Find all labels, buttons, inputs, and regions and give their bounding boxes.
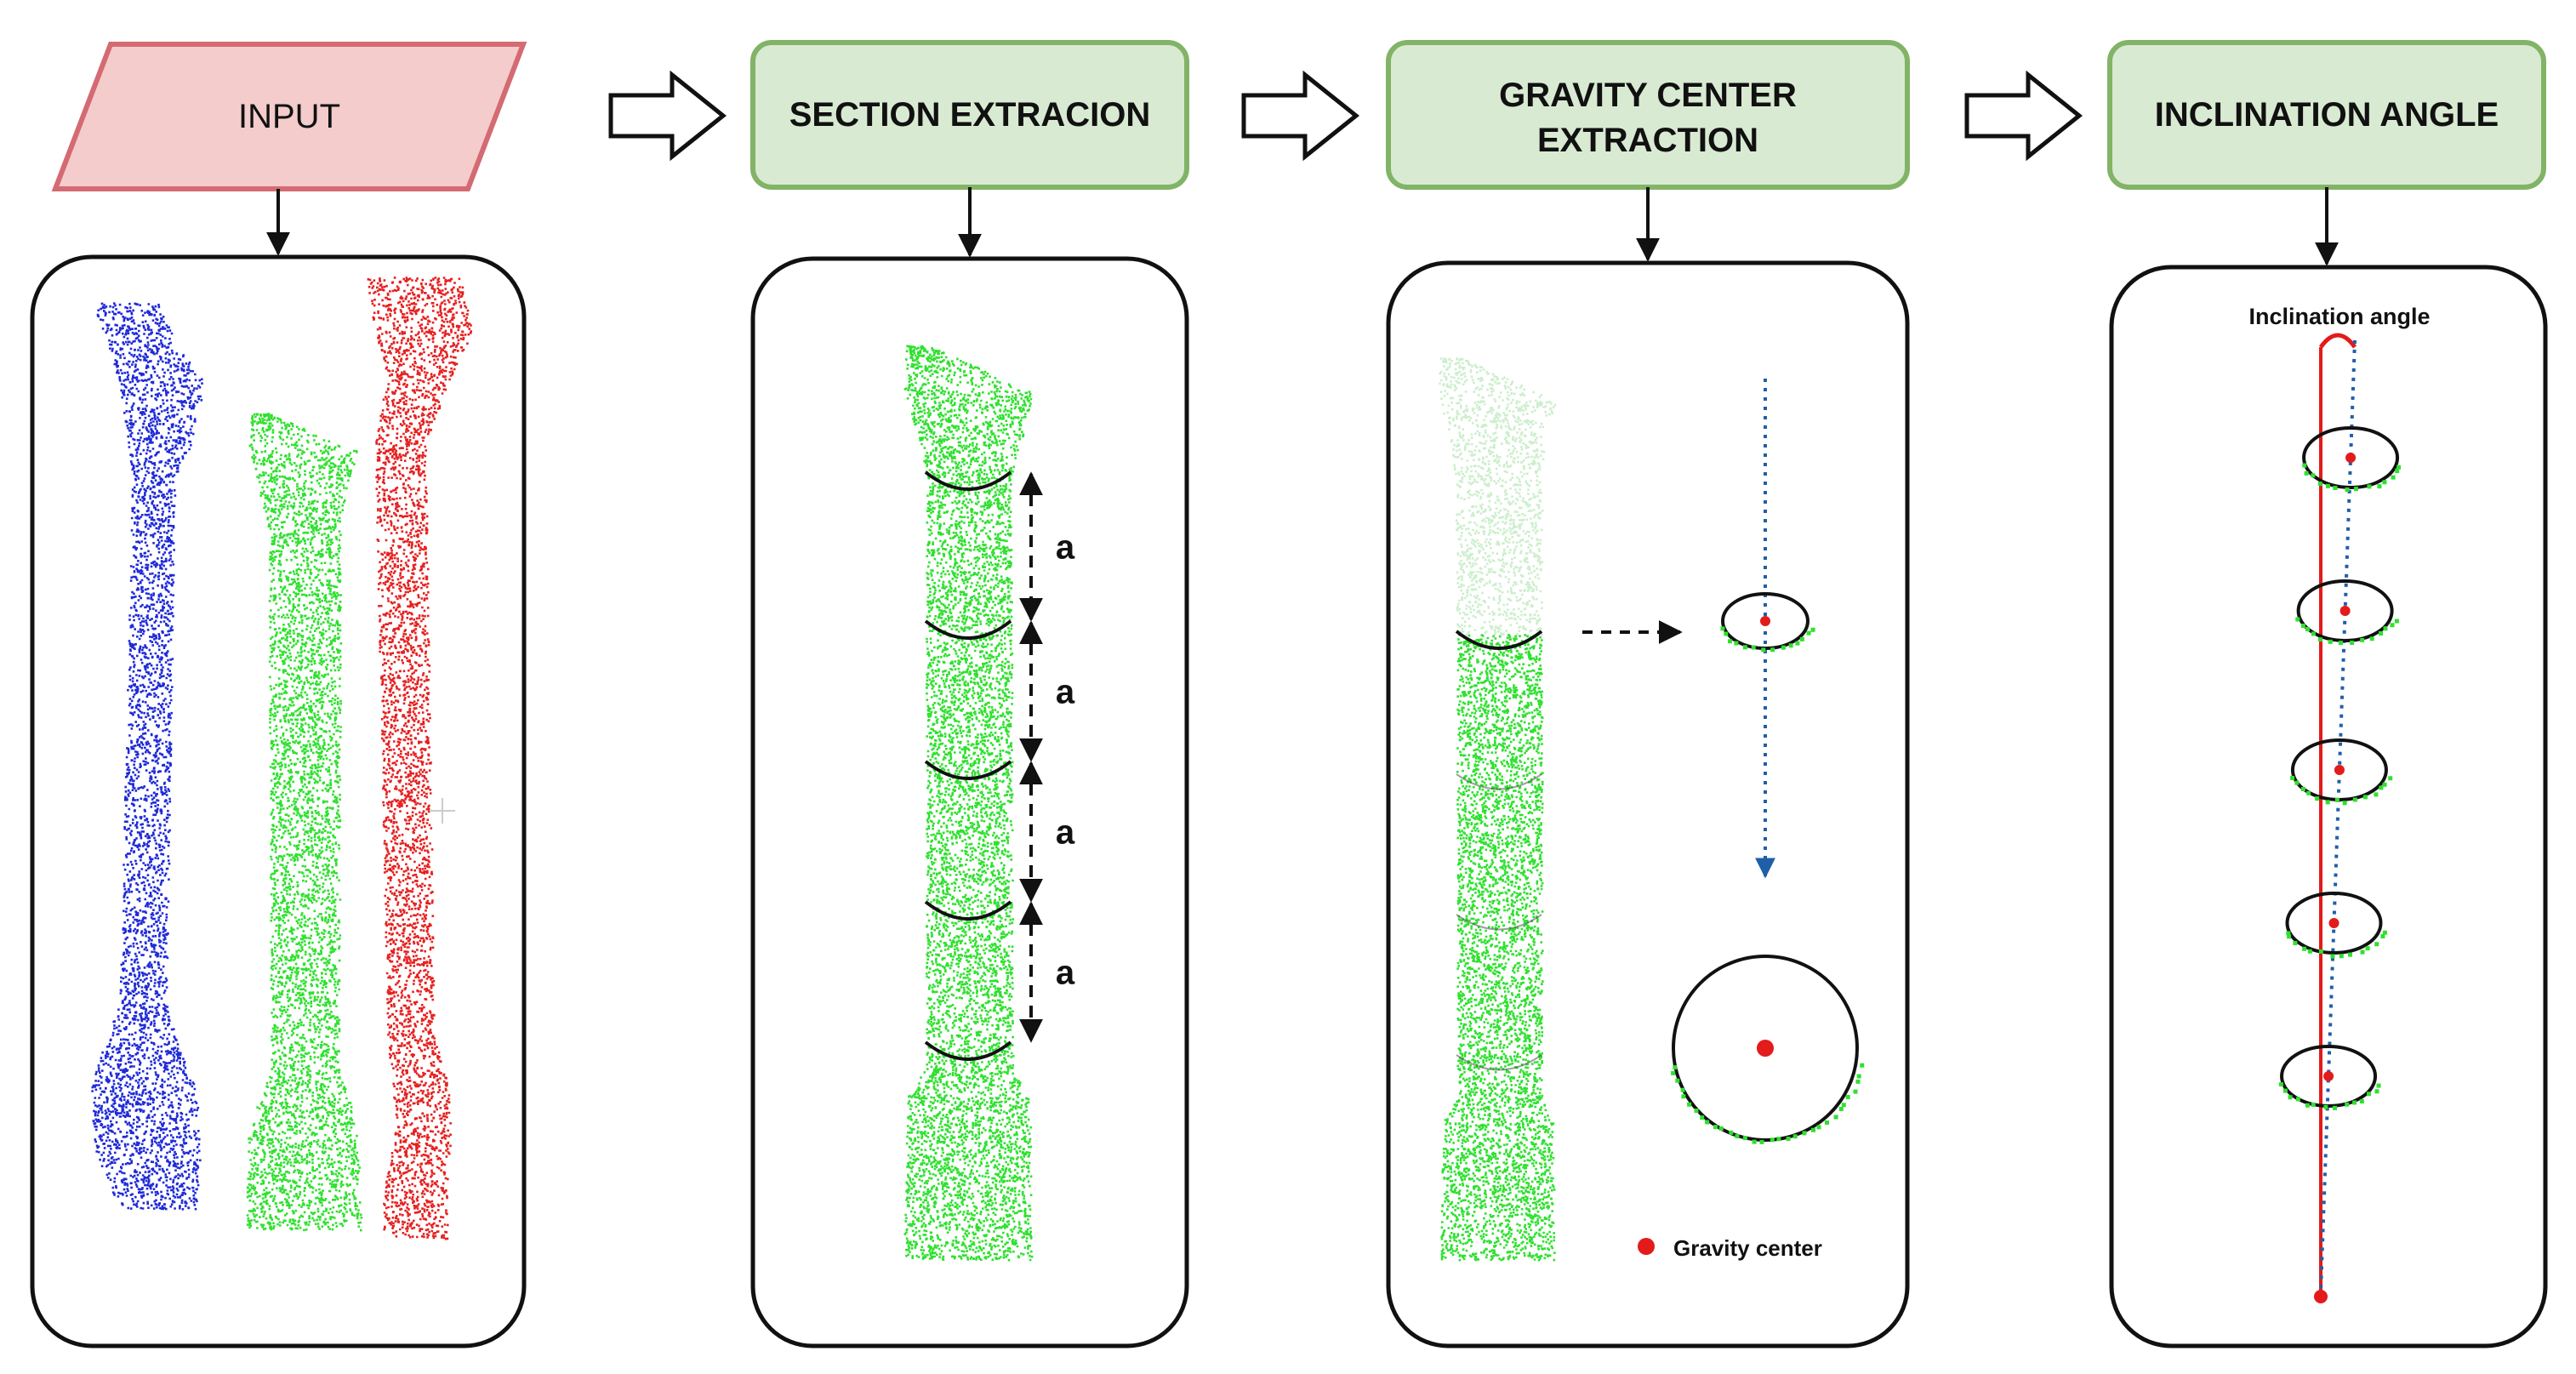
inclination-sections	[2278, 426, 2402, 1110]
step-gravity-center-extraction: GRAVITY CENTER EXTRACTION	[1386, 40, 1910, 190]
section-points	[2295, 617, 2399, 646]
section-circle-enlarged	[1671, 955, 1865, 1144]
section-ellipse-group	[2302, 426, 2402, 492]
section-circle	[1672, 955, 1859, 1142]
section-points	[2278, 1082, 2381, 1110]
section-arc	[924, 470, 1012, 491]
point-cloud-points	[903, 345, 1034, 1262]
flow-arrow-3	[1964, 70, 2083, 162]
point-cloud-red	[367, 277, 472, 1240]
section-arc	[1455, 630, 1543, 650]
spacing-label: a	[1056, 674, 1075, 711]
section-arc	[924, 760, 1012, 780]
section-ellipse	[2280, 1045, 2378, 1108]
input-label: INPUT	[238, 98, 340, 135]
section-ellipse-group	[2278, 1045, 2381, 1110]
section-ellipse-group	[2295, 579, 2399, 646]
point-cloud-green	[246, 413, 363, 1232]
legend-label: Gravity center	[1673, 1235, 1822, 1261]
legend: Gravity center	[1638, 1235, 1822, 1261]
section-arc	[924, 1040, 1012, 1061]
section-arc	[1456, 773, 1542, 790]
section-ellipse	[2296, 579, 2394, 642]
point-cloud-points	[246, 413, 363, 1232]
section-ellipse-group	[2290, 738, 2393, 806]
gravity-center-point	[1757, 1040, 1774, 1057]
gravity-center-point	[2345, 453, 2357, 463]
gravity-center-point	[2334, 765, 2345, 775]
section-arc	[1456, 914, 1542, 931]
point-cloud-points	[1439, 357, 1557, 636]
section-ellipse	[2302, 426, 2400, 489]
panel-inclination	[2109, 265, 2548, 1348]
section-arc	[924, 900, 1012, 921]
panel-input	[30, 254, 527, 1348]
line-endpoint	[2314, 1290, 2328, 1303]
spacing-label: a	[1056, 814, 1075, 852]
crosshair-marker	[430, 798, 455, 824]
point-cloud-points	[1440, 634, 1556, 1262]
angle-arc	[2318, 333, 2357, 349]
point-cloud-blue	[91, 302, 203, 1211]
section-points	[2290, 776, 2393, 806]
section-ellipse-small	[1720, 592, 1815, 653]
section-points	[1720, 626, 1815, 653]
point-cloud-column	[1439, 357, 1557, 1262]
gravity-center-point	[2323, 1071, 2334, 1081]
point-cloud-column	[903, 345, 1034, 1262]
point-cloud-points	[91, 302, 203, 1211]
inclination-title: Inclination angle	[2248, 304, 2430, 329]
section-ellipse-group	[2285, 892, 2387, 959]
spacing-label: a	[1056, 955, 1075, 992]
flow-arrow-1	[608, 70, 727, 162]
gravity-center-point	[2339, 606, 2351, 616]
section-ellipse	[2290, 738, 2388, 801]
step-label: INCLINATION ANGLE	[2155, 96, 2499, 134]
step-section-extraction: SECTION EXTRACION	[750, 40, 1189, 190]
section-points	[2286, 930, 2387, 959]
input-node: INPUT	[51, 42, 527, 191]
legend-dot	[1638, 1238, 1655, 1255]
step-label-line2: EXTRACTION	[1537, 122, 1758, 159]
gravity-center-point	[1760, 616, 1770, 626]
spacing-label: a	[1056, 529, 1075, 567]
section-spacing-dimensions: a a a a	[1019, 471, 1075, 1043]
panel-section-extraction	[750, 256, 1189, 1348]
panel-gravity-center	[1386, 260, 1910, 1348]
section-arc	[924, 619, 1012, 640]
step-label-line1: GRAVITY CENTER	[1499, 77, 1797, 114]
flow-arrow-2	[1241, 70, 1360, 162]
step-label: SECTION EXTRACION	[789, 96, 1150, 134]
section-cut-arcs	[924, 470, 1012, 1061]
point-cloud-points	[367, 277, 472, 1240]
section-arc	[1456, 1054, 1542, 1071]
section-points	[2302, 463, 2402, 492]
gravity-center-point	[2328, 918, 2339, 928]
step-inclination-angle: INCLINATION ANGLE	[2107, 40, 2546, 190]
section-ellipse	[2285, 892, 2383, 955]
